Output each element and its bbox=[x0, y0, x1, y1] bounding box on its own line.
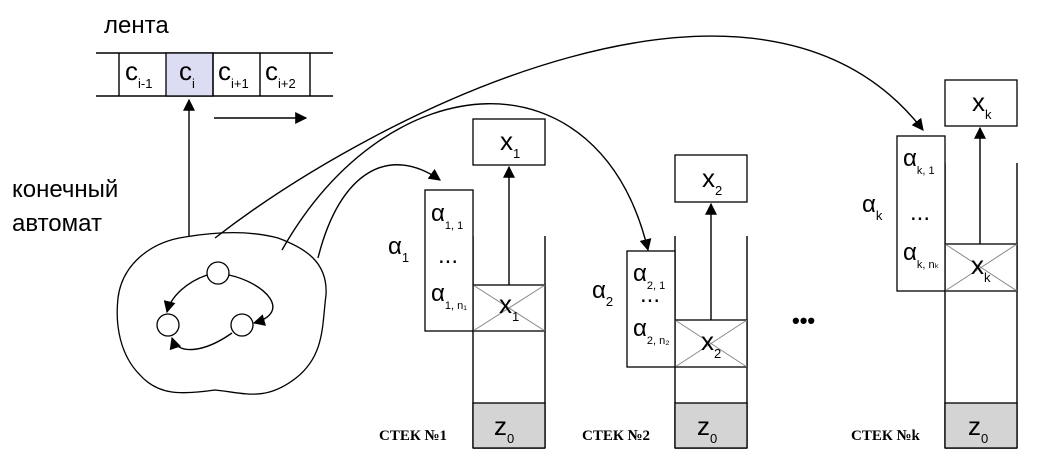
stack-1-alpha-box bbox=[424, 189, 474, 332]
stack-1-bottom-symbol: z0 bbox=[494, 411, 514, 446]
stack-k: z0 xk xk αk, 1 ... αk, nₖ αk СТЕК №k bbox=[851, 79, 1018, 449]
tape-cell-3: ci+2 bbox=[265, 56, 296, 91]
stack-2-caption: СТЕК №2 bbox=[582, 428, 650, 444]
stack-2-top-cell bbox=[674, 319, 748, 368]
stack-k-bottom-cell bbox=[944, 402, 1018, 449]
tape-label: лента bbox=[104, 12, 169, 39]
stack-1-bottom-cell bbox=[472, 402, 546, 449]
stack-k-top-symbol: xk bbox=[971, 250, 991, 285]
stack-2-dots: ... bbox=[640, 281, 660, 308]
stack-k-pushed-symbol: xk bbox=[972, 87, 992, 122]
arrow-to-stack-1 bbox=[317, 164, 441, 259]
stack-k-alpha-first: αk, 1 bbox=[903, 145, 935, 177]
stack-1-top-cell bbox=[472, 284, 546, 332]
state-circle bbox=[206, 261, 230, 285]
stack-2-pushed-symbol: x2 bbox=[702, 163, 722, 198]
stack-1-alpha-first: α1, 1 bbox=[431, 200, 463, 232]
stack-1-group-label: α1 bbox=[388, 233, 409, 265]
stack-1-alpha-last: α1, n₁ bbox=[431, 280, 467, 312]
stack-2-bottom-cell bbox=[674, 402, 748, 449]
stack-1-dots: ... bbox=[438, 242, 458, 269]
ellipsis-between-stacks: ••• bbox=[792, 308, 815, 333]
tape-cell-1: ci bbox=[179, 56, 195, 91]
stack-2-pushed-box bbox=[674, 154, 748, 203]
arrow-to-stack-2 bbox=[281, 103, 652, 252]
stack-2: z0 x2 x2 α2, 1 ... α2, n₂ α2 СТЕК №2 bbox=[582, 154, 748, 449]
state-circle bbox=[230, 313, 254, 337]
tape: ci-1 ci ci+1 ci+2 bbox=[96, 52, 333, 97]
stack-k-dots: ... bbox=[910, 199, 930, 226]
stack-k-alpha-last: αk, nₖ bbox=[903, 239, 939, 271]
stack-2-group-label: α2 bbox=[592, 277, 613, 309]
stack-1-pushed-box bbox=[472, 118, 546, 166]
stack-1-caption: СТЕК №1 bbox=[379, 428, 447, 444]
automaton-label-line2: автомат bbox=[12, 210, 102, 237]
tape-cell-0: ci-1 bbox=[125, 56, 152, 91]
stack-k-caption: СТЕК №k bbox=[851, 428, 921, 444]
stack-2-bottom-symbol: z0 bbox=[697, 411, 717, 446]
stack-1-pushed-symbol: x1 bbox=[500, 126, 520, 161]
stack-2-alpha-box bbox=[626, 250, 676, 368]
stack-k-alpha-box bbox=[896, 135, 946, 292]
stack-1-top-symbol: x1 bbox=[499, 289, 519, 324]
stack-k-group-label: αk bbox=[862, 191, 883, 223]
automaton-shape bbox=[116, 231, 327, 395]
stack-k-pushed-box bbox=[944, 79, 1018, 127]
stack-2-alpha-first: α2, 1 bbox=[633, 260, 665, 292]
tape-cell-2: ci+1 bbox=[218, 56, 249, 91]
state-circle bbox=[156, 313, 180, 337]
automaton-label-line1: конечный bbox=[12, 176, 118, 203]
stack-k-bottom-symbol: z0 bbox=[968, 411, 988, 446]
transition-arrow bbox=[228, 274, 274, 326]
stack-1: z0 x1 x1 α1, 1 ... α1, n₁ α1 СТЕК №1 bbox=[379, 118, 546, 449]
arrow-to-stack-k bbox=[214, 35, 924, 239]
automaton-states bbox=[156, 261, 274, 351]
stack-2-top-symbol: x2 bbox=[701, 326, 721, 361]
transition-arrow bbox=[169, 332, 233, 351]
stack-2-alpha-last: α2, n₂ bbox=[633, 315, 670, 347]
transition-arrow bbox=[163, 274, 208, 314]
